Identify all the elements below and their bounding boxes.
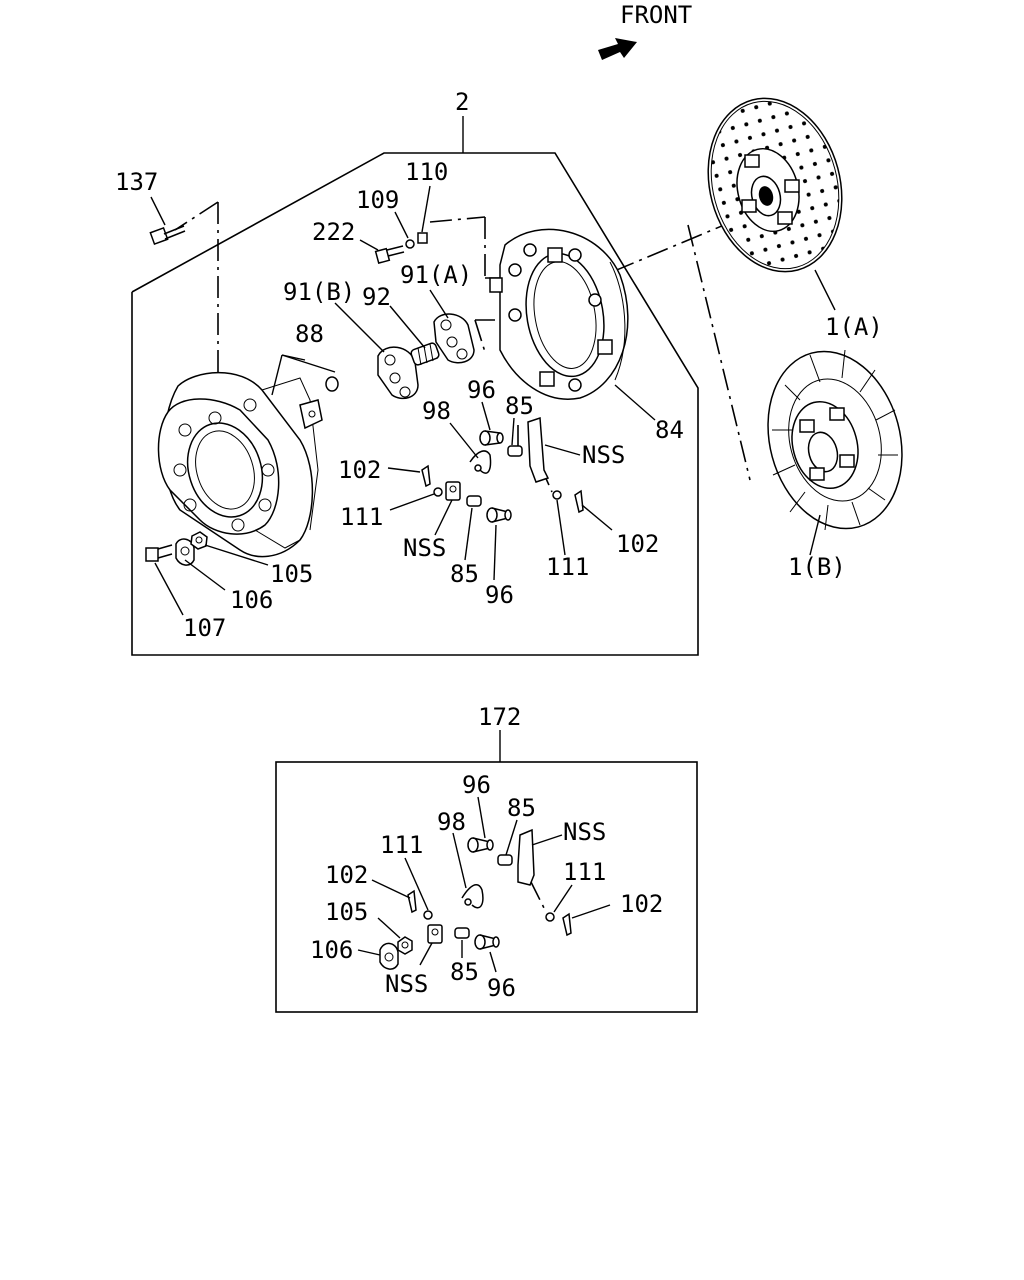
kit-part-98-spring: [461, 883, 484, 909]
kit-part-nss-lever: [517, 828, 535, 886]
label-1b: 1(B): [788, 553, 846, 581]
part-106-plate: [175, 538, 195, 566]
part-84-pressure-plate: [489, 228, 629, 400]
label-102-left: 102: [338, 456, 381, 484]
kit-label-96-bottom: 96: [487, 974, 516, 1002]
part-91b-strap: [377, 346, 419, 400]
part-102-cotter-right: [574, 489, 584, 514]
part-111-washer-right: [552, 490, 562, 500]
label-91b: 91(B): [283, 278, 355, 306]
label-91a: 91(A): [400, 261, 472, 289]
part-137-bolt: [149, 225, 186, 245]
part-88-clip: [271, 354, 339, 430]
label-2: 2: [455, 88, 469, 116]
part-nss-block-left: [445, 481, 461, 501]
kit-label-102-right: 102: [620, 890, 663, 918]
label-109: 109: [356, 186, 399, 214]
part-92-spring: [410, 342, 440, 366]
kit-label-98: 98: [437, 808, 466, 836]
front-label: FRONT: [620, 1, 692, 29]
kit-label-nss-top: NSS: [563, 818, 606, 846]
label-222: 222: [312, 218, 355, 246]
label-110: 110: [405, 158, 448, 186]
kit-label-105: 105: [325, 898, 368, 926]
part-109-washer: [405, 239, 415, 249]
label-88: 88: [295, 320, 324, 348]
label-106: 106: [230, 586, 273, 614]
kit-part-105-nut: [397, 936, 413, 955]
kit-part-nss-block: [427, 924, 443, 944]
part-105-nut: [190, 531, 208, 550]
kit-label-85-top: 85: [507, 794, 536, 822]
kit-label-96-top: 96: [462, 771, 491, 799]
kit-label-106: 106: [310, 936, 353, 964]
part-102-cotter-left: [421, 464, 431, 488]
label-102-right: 102: [616, 530, 659, 558]
kit-label-111-right: 111: [563, 858, 606, 886]
label-84: 84: [655, 416, 684, 444]
label-107: 107: [183, 614, 226, 642]
label-105: 105: [270, 560, 313, 588]
front-arrow-icon: [598, 38, 637, 60]
kit-part-111-washer-left: [423, 910, 433, 920]
kit-label-111-left: 111: [380, 831, 423, 859]
kit-part-96-pin-top: [467, 837, 494, 853]
label-111-right: 111: [546, 553, 589, 581]
kit-part-85-pin-bottom: [454, 927, 470, 939]
label-96-bottom: 96: [485, 581, 514, 609]
kit-label-102-left: 102: [325, 861, 368, 889]
label-98: 98: [422, 397, 451, 425]
kit-part-102-cotter-right: [562, 912, 572, 937]
clutch-cover-assembly: [157, 371, 319, 558]
kit-part-106-plate: [379, 942, 399, 970]
kit-part-96-pin-bottom: [474, 934, 500, 950]
part-107-bolt: [145, 544, 173, 562]
part-98-spring: [469, 450, 492, 474]
label-85-bottom: 85: [450, 560, 479, 588]
part-222-bolt: [374, 245, 405, 265]
label-111-left: 111: [340, 503, 383, 531]
part-1a-clutch-disc: [707, 97, 843, 273]
part-nss-lever-top: [527, 416, 550, 483]
kit-part-111-washer-right: [545, 912, 555, 922]
label-172: 172: [478, 703, 521, 731]
part-91a-strap: [433, 313, 475, 364]
part-110-nut: [417, 232, 428, 244]
kit-frame: [275, 761, 698, 1013]
label-85-top: 85: [505, 392, 534, 420]
part-96-pin-bottom: [486, 507, 512, 523]
part-111-washer-left: [433, 487, 443, 497]
part-85-pin-top: [507, 445, 523, 457]
label-137: 137: [115, 168, 158, 196]
kit-part-102-cotter-left: [407, 889, 417, 914]
part-96-pin-top: [479, 430, 504, 446]
label-92: 92: [362, 283, 391, 311]
label-96-top: 96: [467, 376, 496, 404]
part-85-pin-bottom: [466, 495, 482, 507]
label-nss-left: NSS: [403, 534, 446, 562]
assembly-frame: [131, 152, 699, 656]
kit-part-85-pin-top: [497, 854, 513, 866]
kit-label-85-bottom: 85: [450, 958, 479, 986]
part-1b-clutch-disc: [767, 349, 903, 531]
kit-label-nss-bottom: NSS: [385, 970, 428, 998]
label-nss-top: NSS: [582, 441, 625, 469]
label-1a: 1(A): [825, 313, 883, 341]
